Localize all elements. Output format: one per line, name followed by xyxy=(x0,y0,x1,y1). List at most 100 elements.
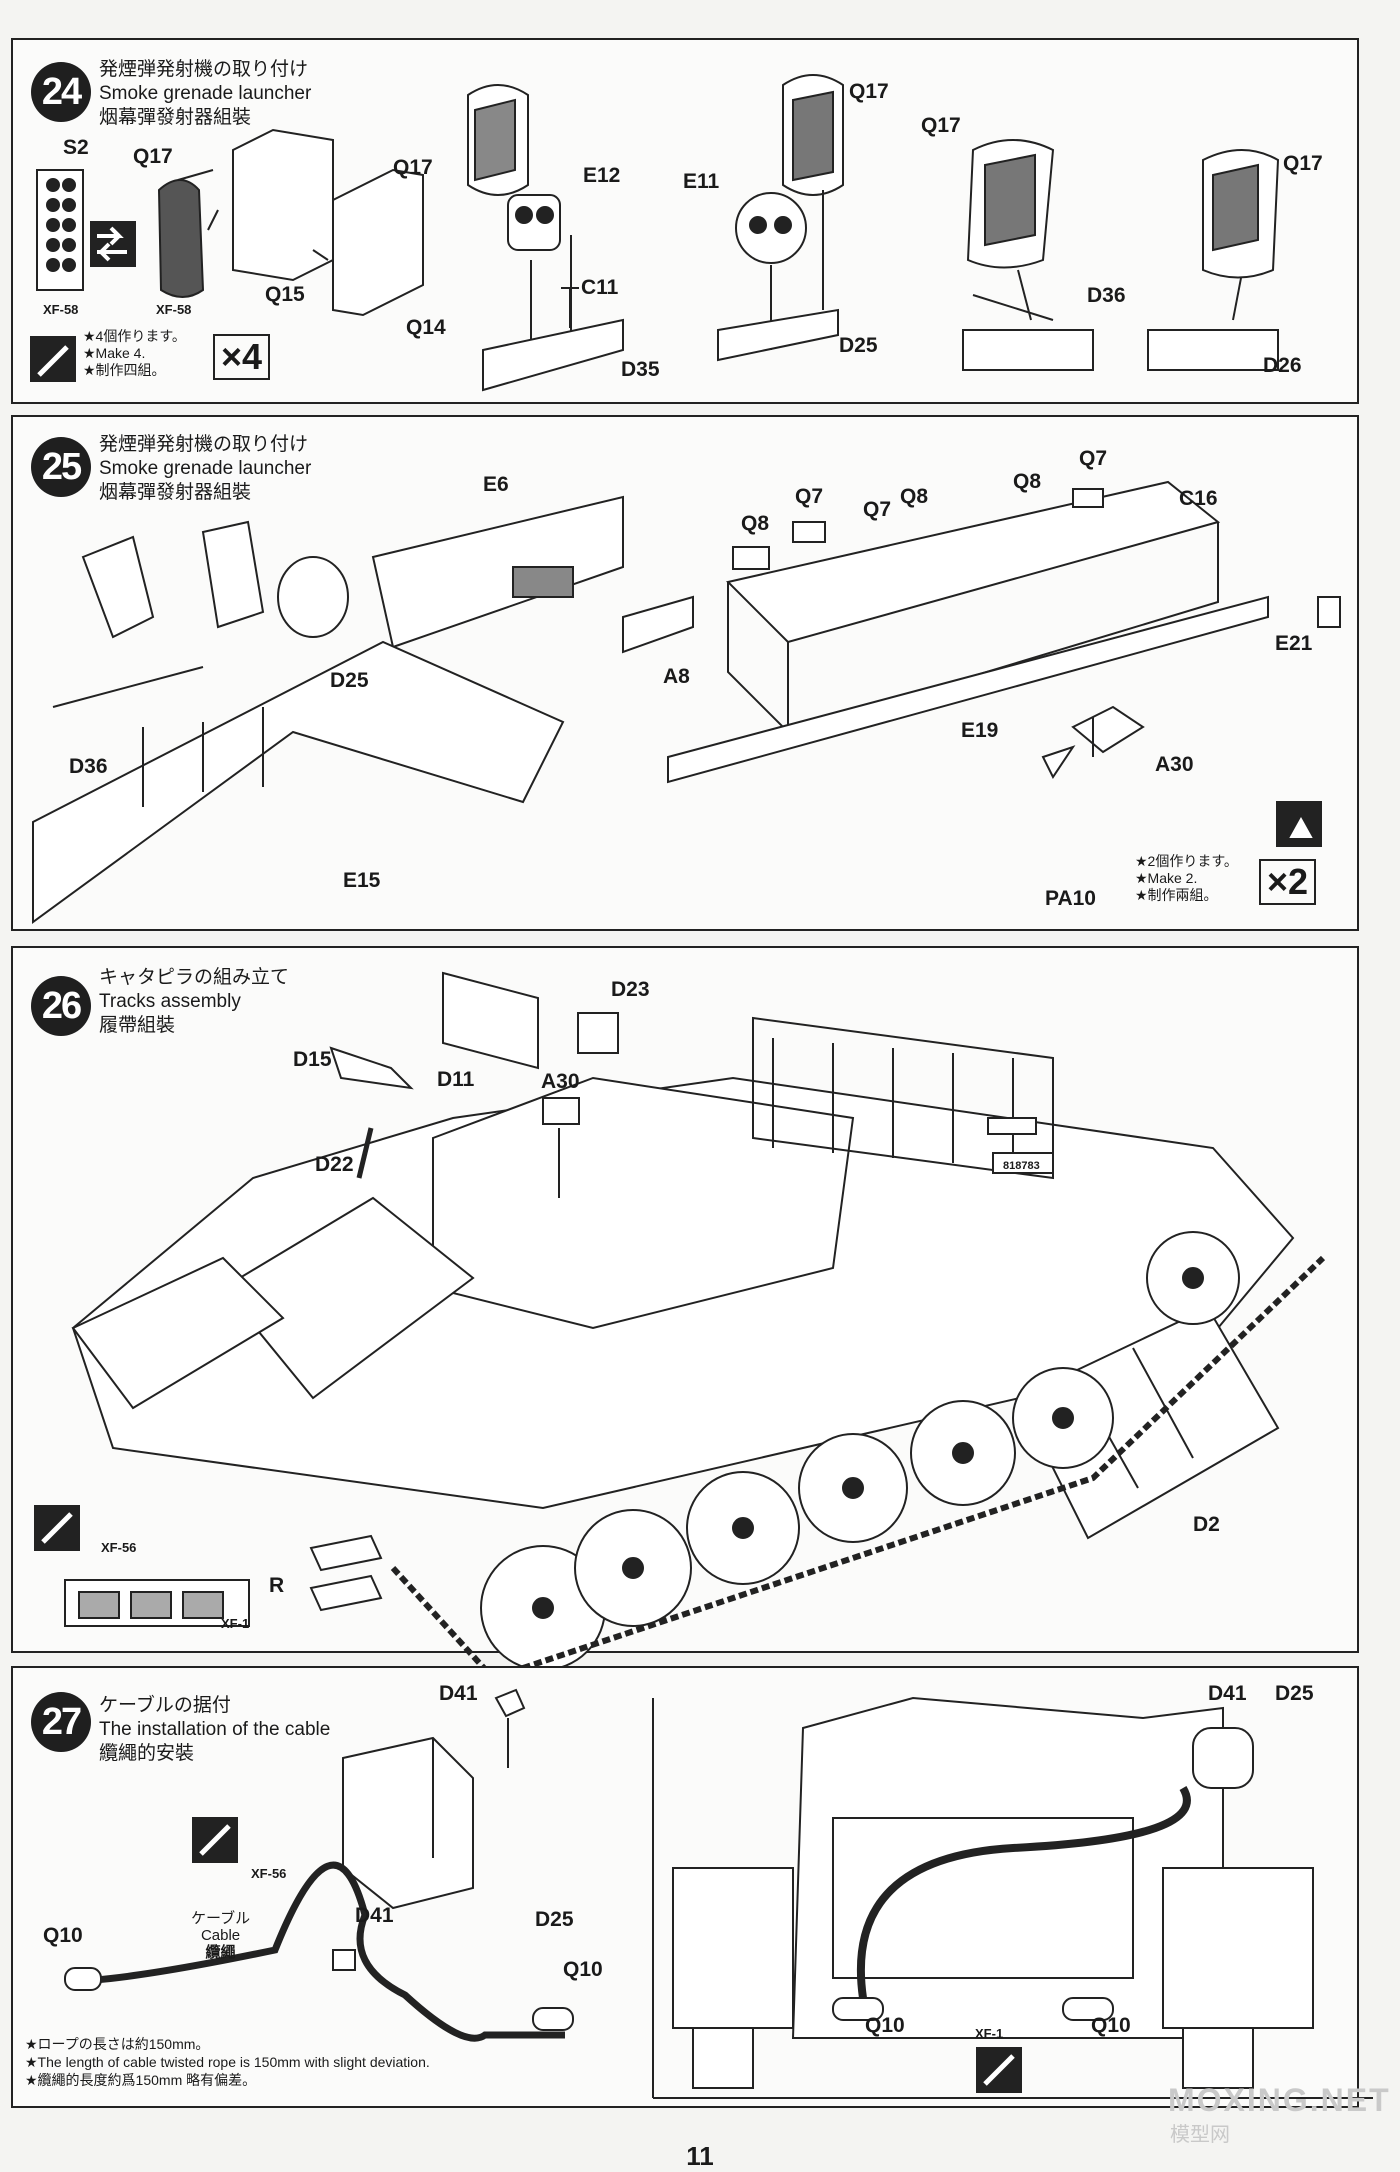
part-label: Q17 xyxy=(1283,152,1323,175)
part-label: D15 xyxy=(293,1048,332,1071)
watermark-text: MOXING.NET xyxy=(1168,2082,1391,2118)
part-label: Q15 xyxy=(265,283,305,306)
step-25-diagram xyxy=(32,480,1341,924)
part-label: R xyxy=(269,1574,285,1597)
part-label: D25 xyxy=(1275,1682,1314,1705)
part-label: Q7 xyxy=(795,485,824,508)
title-zh: 履帶組裝 xyxy=(99,1015,176,1036)
part-label: E19 xyxy=(961,719,999,742)
quantity-multiplier: ×2 xyxy=(1259,859,1317,905)
note-line: ★4個作ります。 xyxy=(83,328,186,344)
step-number: 26 xyxy=(31,976,91,1036)
part-label: D41 xyxy=(439,1682,478,1705)
part-label: D25 xyxy=(535,1908,574,1931)
part-label: Q14 xyxy=(406,316,446,339)
title-en: Tracks assembly xyxy=(99,991,241,1012)
part-label: Q7 xyxy=(1079,447,1108,470)
title-zh: 烟幕彈發射器組裝 xyxy=(99,107,252,128)
part-label: E6 xyxy=(483,473,509,496)
part-label: D22 xyxy=(315,1153,354,1176)
step-number: 24 xyxy=(31,62,91,122)
note-line: ★Make 2. xyxy=(1135,870,1198,886)
part-label: E21 xyxy=(1275,632,1313,655)
watermark-subtext: 模型网 xyxy=(1170,2124,1230,2146)
part-label: C11 xyxy=(581,276,619,299)
part-label: D23 xyxy=(611,978,650,1001)
step-25-panel: 25 発煙弾発射機の取り付け Smoke grenade launcher 烟幕… xyxy=(11,415,1359,931)
step-27-panel: 27 ケーブルの据付 The installation of the cable… xyxy=(11,1666,1373,2108)
part-label: A8 xyxy=(663,665,690,688)
part-label: D25 xyxy=(330,669,369,692)
part-label: PA10 xyxy=(1045,887,1096,910)
page-number: 11 xyxy=(686,2141,714,2171)
step-24-diagram xyxy=(30,74,1280,392)
title-ja: キャタピラの組み立て xyxy=(99,967,290,988)
step-27-diagram xyxy=(64,1688,1373,2099)
part-label: D35 xyxy=(621,358,660,381)
part-label: C16 xyxy=(1179,487,1218,510)
part-label: Q8 xyxy=(900,485,929,508)
step-title: 発煙弾発射機の取り付け Smoke grenade launcher 烟幕彈發射… xyxy=(99,58,311,130)
part-label: A30 xyxy=(541,1070,580,1093)
note-line: ★制作兩組。 xyxy=(1135,887,1218,903)
note-line: ★ロープの長さは約150mm。 xyxy=(25,2036,210,2052)
part-label: D11 xyxy=(437,1068,475,1091)
cable-label-ja: ケーブル xyxy=(191,1910,251,1927)
paint-code: XF-1 xyxy=(221,1616,250,1631)
step-title: ケーブルの据付 The installation of the cable 纜繩… xyxy=(99,1694,330,1766)
part-label: D41 xyxy=(1208,1682,1247,1705)
part-label: Q8 xyxy=(741,512,770,535)
step-26-panel: 26 キャタピラの組み立て Tracks assembly 履帶組裝 xyxy=(11,946,1359,1682)
part-label: E11 xyxy=(683,170,720,193)
part-label: D36 xyxy=(69,755,108,778)
paint-code: XF-58 xyxy=(43,302,79,317)
step-26-diagram xyxy=(34,971,1326,1682)
title-ja: 発煙弾発射機の取り付け xyxy=(99,434,309,455)
title-ja: ケーブルの据付 xyxy=(99,1695,231,1716)
part-label: Q10 xyxy=(43,1924,83,1947)
part-label: A30 xyxy=(1155,753,1194,776)
paint-code: XF-56 xyxy=(251,1866,287,1881)
cable-label-en: Cable xyxy=(200,1927,241,1944)
part-label: D36 xyxy=(1087,284,1126,307)
paint-code: XF-56 xyxy=(101,1540,137,1555)
step-title: 発煙弾発射機の取り付け Smoke grenade launcher 烟幕彈發射… xyxy=(99,433,311,505)
title-zh: 纜繩的安裝 xyxy=(99,1743,195,1764)
step-24-panel: 24 発煙弾発射機の取り付け Smoke grenade launcher 烟幕… xyxy=(11,38,1359,404)
part-label: D25 xyxy=(839,334,878,357)
part-label: S2 xyxy=(63,136,89,159)
title-en: Smoke grenade launcher xyxy=(99,458,312,479)
title-zh: 烟幕彈發射器組裝 xyxy=(99,482,252,503)
cable-label-zh: 纜繩 xyxy=(205,1944,236,1961)
part-label: Q17 xyxy=(393,156,433,179)
hull-number: 818783 xyxy=(1003,1160,1040,1172)
part-label: E15 xyxy=(343,869,381,892)
title-ja: 発煙弾発射機の取り付け xyxy=(99,59,309,80)
part-label: Q7 xyxy=(863,498,892,521)
note-line: ★制作四組。 xyxy=(83,362,166,378)
part-label: Q17 xyxy=(921,114,961,137)
paint-code: XF-58 xyxy=(156,302,192,317)
step-title: キャタピラの組み立て Tracks assembly 履帶組裝 xyxy=(99,966,289,1038)
step-number: 27 xyxy=(31,1692,91,1752)
part-label: D26 xyxy=(1263,354,1302,377)
title-en: The installation of the cable xyxy=(99,1719,331,1740)
part-label: E12 xyxy=(583,164,621,187)
step-number: 25 xyxy=(31,437,91,497)
note-line: ★The length of cable twisted rope is 150… xyxy=(25,2054,430,2070)
title-en: Smoke grenade launcher xyxy=(99,83,312,104)
note-line: ★2個作ります。 xyxy=(1135,853,1238,869)
quantity-multiplier: ×4 xyxy=(213,334,271,380)
part-label: Q10 xyxy=(865,2014,905,2037)
part-label: Q10 xyxy=(1091,2014,1131,2037)
part-label: Q8 xyxy=(1013,470,1042,493)
note-line: ★Make 4. xyxy=(83,345,146,361)
cable-label: ケーブル Cable 纜繩 xyxy=(191,1910,250,1961)
part-label: D41 xyxy=(355,1904,394,1927)
paint-code: XF-1 xyxy=(975,2026,1004,2041)
part-label: Q17 xyxy=(133,145,173,168)
part-label: Q10 xyxy=(563,1958,603,1981)
part-label: D2 xyxy=(1193,1513,1220,1536)
part-label: Q17 xyxy=(849,80,889,103)
note-line: ★纜繩的長度約爲150mm 略有偏差。 xyxy=(25,2072,257,2088)
